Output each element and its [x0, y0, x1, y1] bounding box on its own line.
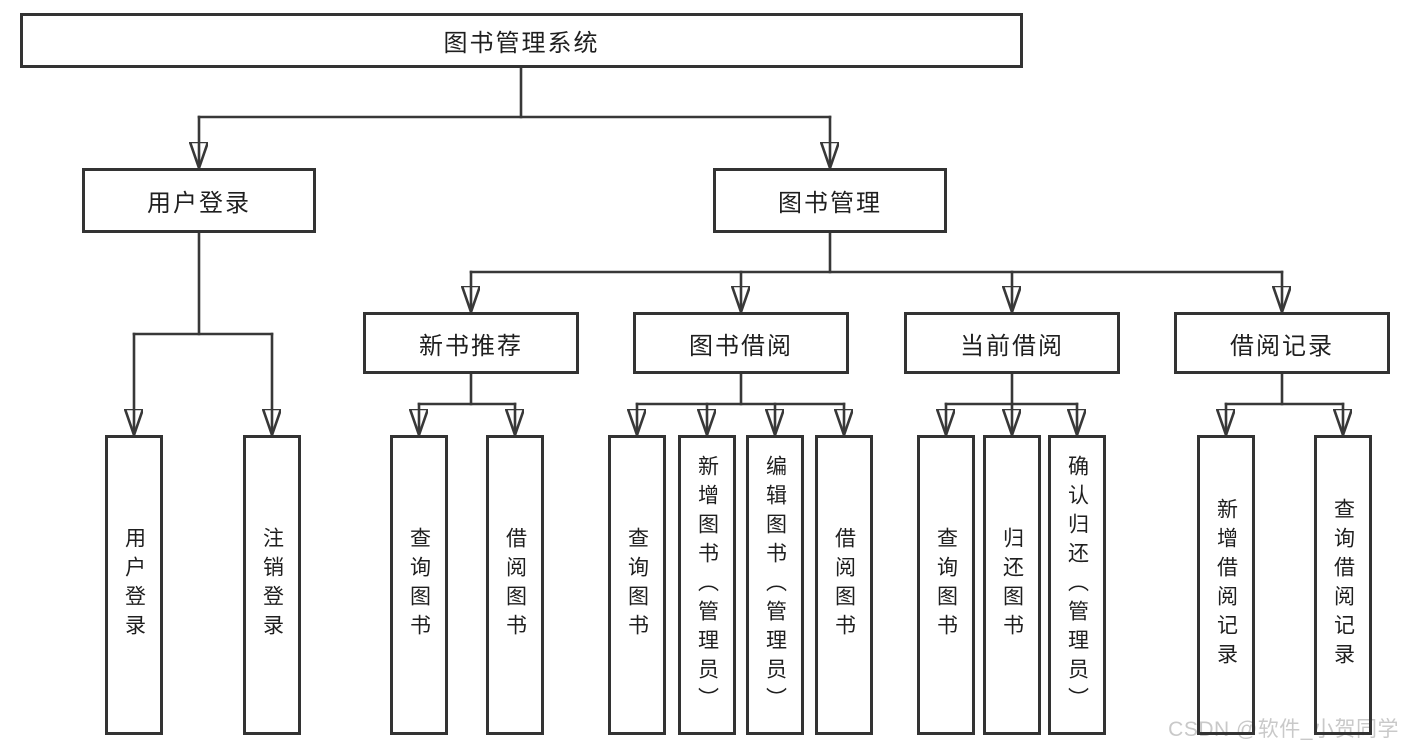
leaf-query-books-1: 查询图书 — [390, 435, 448, 735]
leaf-query-borrow-record: 查询借阅记录 — [1314, 435, 1372, 735]
leaf-add-book-admin: 新增图书（管理员） — [678, 435, 736, 735]
leaf-label: 借阅图书 — [832, 527, 856, 643]
watermark-text: CSDN @软件_小贺同学 — [1168, 718, 1399, 741]
leaf-borrow-books-1: 借阅图书 — [486, 435, 544, 735]
leaf-query-books-3: 查询图书 — [917, 435, 975, 735]
node-label: 图书管理系统 — [443, 30, 600, 57]
leaf-label: 新增图书（管理员） — [695, 454, 719, 716]
connector-borrowing-records-children — [1226, 372, 1343, 437]
node-label: 当前借阅 — [960, 332, 1064, 360]
leaf-query-books-2: 查询图书 — [608, 435, 666, 735]
node-current-borrowing: 当前借阅 — [904, 312, 1120, 374]
connector-book-borrowing-children — [637, 372, 844, 437]
leaf-confirm-return-admin: 确认归还（管理员） — [1048, 435, 1106, 735]
connector-book-management-children — [471, 231, 1282, 314]
node-label: 图书借阅 — [689, 332, 793, 360]
node-label: 图书管理 — [778, 190, 882, 217]
leaf-label: 查询图书 — [625, 527, 649, 643]
leaf-label: 确认归还（管理员） — [1065, 454, 1089, 716]
leaf-logout: 注销登录 — [243, 435, 301, 735]
node-label: 借阅记录 — [1230, 332, 1334, 360]
leaf-label: 查询图书 — [934, 527, 958, 643]
leaf-label: 新增借阅记录 — [1214, 498, 1238, 672]
connector-new-book-recommendation-children — [419, 372, 515, 437]
leaf-label: 借阅图书 — [503, 527, 527, 643]
leaf-label: 查询图书 — [407, 527, 431, 643]
node-new-book-recommendation: 新书推荐 — [363, 312, 579, 374]
leaf-label: 归还图书 — [1000, 527, 1024, 643]
leaf-label: 用户登录 — [122, 527, 146, 643]
leaf-label: 查询借阅记录 — [1331, 498, 1355, 672]
node-library-management-system: 图书管理系统 — [20, 13, 1023, 68]
node-borrowing-records: 借阅记录 — [1174, 312, 1390, 374]
node-label: 用户登录 — [147, 190, 251, 217]
node-book-management: 图书管理 — [713, 168, 947, 233]
leaf-edit-book-admin: 编辑图书（管理员） — [746, 435, 804, 735]
leaf-label: 注销登录 — [260, 527, 284, 643]
connector-current-borrowing-children — [946, 372, 1077, 437]
connector-root-to-level2 — [199, 66, 830, 170]
leaf-user-login: 用户登录 — [105, 435, 163, 735]
node-label: 新书推荐 — [419, 332, 523, 360]
leaf-label: 编辑图书（管理员） — [763, 454, 787, 716]
connector-user-login-children — [134, 231, 272, 437]
node-book-borrowing: 图书借阅 — [633, 312, 849, 374]
leaf-borrow-books-2: 借阅图书 — [815, 435, 873, 735]
leaf-add-borrow-record: 新增借阅记录 — [1197, 435, 1255, 735]
leaf-return-books: 归还图书 — [983, 435, 1041, 735]
node-user-login: 用户登录 — [82, 168, 316, 233]
